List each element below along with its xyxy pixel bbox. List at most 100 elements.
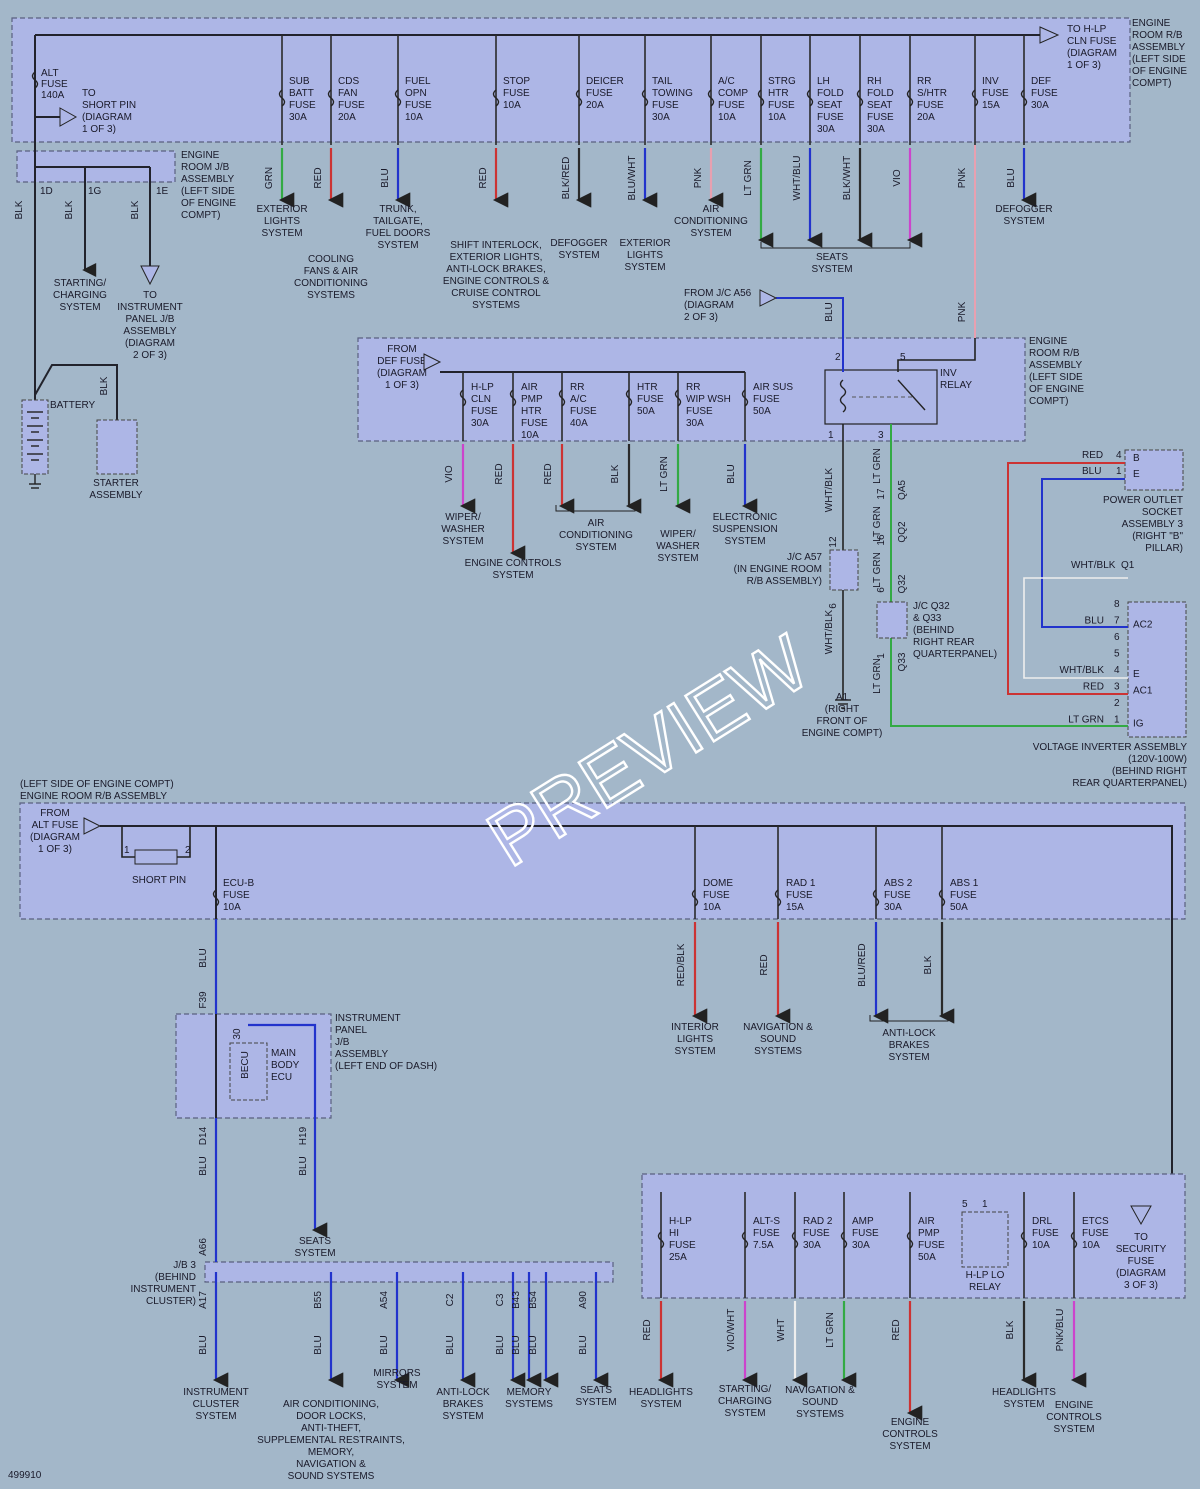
mid-fuse-symbol [741, 389, 749, 407]
top-fuse-label: 10A [718, 112, 736, 123]
from-def-label: 1 OF 3) [385, 380, 419, 391]
top-wire-code: RED [313, 167, 324, 188]
voltage-inverter-label: (BEHIND RIGHT [1112, 766, 1187, 777]
top-fuse-label: S/HTR [917, 88, 947, 99]
inverter-pin-number: 6 [1114, 632, 1120, 643]
right-fuse-label: 50A [918, 1252, 936, 1263]
q1-label: WHT/BLK [1071, 560, 1116, 571]
jb3-pin-label: B55 [313, 1291, 324, 1309]
jb3-destination-label: INSTRUMENT [183, 1387, 249, 1398]
right-fuse-symbol [1070, 1231, 1078, 1249]
power-outlet-label: SOCKET [1142, 507, 1183, 518]
top-fuse-label: CDS [338, 76, 359, 87]
mid-destination-label: WIPER/ [445, 512, 481, 523]
blu-wire-label: BLU [198, 948, 209, 967]
jb-pin-label: 1D [40, 186, 53, 197]
top-fuse-label: DEF [1031, 76, 1051, 87]
jb3-destination-label: DOOR LOCKS, [296, 1411, 365, 1422]
from-alt-label: FROM [40, 808, 69, 819]
inverter-pin-number: 8 [1114, 599, 1120, 610]
middle-assembly-label: ASSEMBLY [1029, 360, 1082, 371]
voltage-inverter-label: (120V-100W) [1128, 754, 1187, 765]
right-destination-label: CONTROLS [1046, 1412, 1102, 1423]
jb3-pin-label: C3 [495, 1293, 506, 1306]
mid-destination-label: SYSTEM [657, 553, 698, 564]
right-fuse-symbol [1020, 1231, 1028, 1249]
top-fuse-label: INV [982, 76, 999, 87]
bottom-destination-label: SYSTEM [674, 1046, 715, 1057]
jb3-box [204, 1261, 614, 1283]
mid-fuse-label: FUSE [521, 418, 548, 429]
jb3-label: INSTRUMENT [130, 1284, 196, 1295]
mid-wire-code: LT GRN [659, 456, 670, 492]
main-body-ecu-label: ECU [271, 1072, 292, 1083]
top-assembly-label: ASSEMBLY [1132, 42, 1185, 53]
jb3-destination-label: SEATS [580, 1385, 612, 1396]
top-fuse-label: FUSE [718, 100, 745, 111]
to-hlp-connector [1039, 26, 1060, 44]
top-fuse-label: 20A [917, 112, 935, 123]
jb3-pin-label: A54 [379, 1291, 390, 1309]
bottom-destination-label: INTERIOR [671, 1022, 719, 1033]
instr-jb-label: (DIAGRAM [125, 338, 175, 349]
top-fuse-label: OPN [405, 88, 427, 99]
mid-destination-label: SYSTEM [724, 536, 765, 547]
seats-system-label: SEATS [299, 1236, 331, 1247]
right-fuse-label: 7.5A [753, 1240, 774, 1251]
right-fuse-label: FUSE [1032, 1228, 1059, 1239]
jc-q32-box [876, 601, 908, 639]
top-wire-code: BLK/WHT [842, 156, 853, 200]
bottom-fuse-symbol [774, 889, 782, 907]
right-fuse-label: 30A [803, 1240, 821, 1251]
inverter-terminal-label: AC1 [1133, 686, 1153, 697]
middle-assembly-label: COMPT) [1029, 396, 1068, 407]
top-destination-label: SYSTEM [1003, 216, 1044, 227]
jb3-pin-label: B43 [511, 1291, 522, 1309]
mid-destination-label: WASHER [441, 524, 485, 535]
jb3-destination-label: BRAKES [443, 1399, 484, 1410]
power-outlet-label: (RIGHT "B" [1132, 531, 1183, 542]
top-destination-label: SYSTEM [377, 240, 418, 251]
instr-jb-label: 2 OF 3) [133, 350, 167, 361]
blu-wire-label: BLU [495, 1335, 506, 1354]
instr-jb-label: INSTRUMENT [117, 302, 183, 313]
bottom-fuse-label: ABS 1 [950, 878, 979, 889]
short-pin-in [121, 826, 135, 858]
power-outlet-box [1124, 449, 1184, 491]
starter-label: ASSEMBLY [89, 490, 142, 501]
jb3-pin-label: A90 [578, 1291, 589, 1309]
hlp-lo-pin-label: 5 [962, 1199, 968, 1210]
battery-wire [34, 364, 118, 420]
mid-destination-label: WIPER/ [660, 529, 696, 540]
right-fuse-label: AIR [918, 1216, 935, 1227]
relay-switch [897, 379, 926, 411]
outlet-wht-wire [1023, 577, 1128, 679]
right-wire-code: LT GRN [825, 1312, 836, 1348]
short-pin-number: 1 [124, 845, 130, 856]
jc-q32-label: (BEHIND [913, 625, 954, 636]
starter-label: STARTER [93, 478, 139, 489]
to-security-label: (DIAGRAM [1116, 1268, 1166, 1279]
top-wire-code: BLU [380, 168, 391, 187]
ip-jb-label: PANEL [335, 1025, 367, 1036]
top-destination-label: TRUNK, [379, 204, 416, 215]
jb3-pin-label: A17 [198, 1291, 209, 1309]
bottom-fuse-label: FUSE [950, 890, 977, 901]
jc-a57-box [829, 549, 859, 591]
engine-room-rb-top-box [11, 17, 1131, 143]
top-fuse-label: TAIL [652, 76, 673, 87]
jc-q32-label: J/C Q32 [913, 601, 950, 612]
blk-wire-label: BLK [130, 200, 141, 219]
top-fuse-label: 30A [867, 124, 885, 135]
top-fuse-label: FUSE [338, 100, 365, 111]
right-fuse-label: ALT-S [753, 1216, 780, 1227]
jb-assembly-label: ROOM J/B [181, 162, 230, 173]
outlet-pin-number: 4 [1116, 450, 1122, 461]
mid-wire-code: VIO [444, 465, 455, 482]
bottom-fuse-label: 50A [950, 902, 968, 913]
to-security-label: SECURITY [1116, 1244, 1167, 1255]
starting-charging-label: CHARGING [53, 290, 107, 301]
battery-cells [27, 411, 43, 489]
inverter-wire-label: WHT/BLK [1060, 665, 1105, 676]
top-fuse-label: 30A [289, 112, 307, 123]
